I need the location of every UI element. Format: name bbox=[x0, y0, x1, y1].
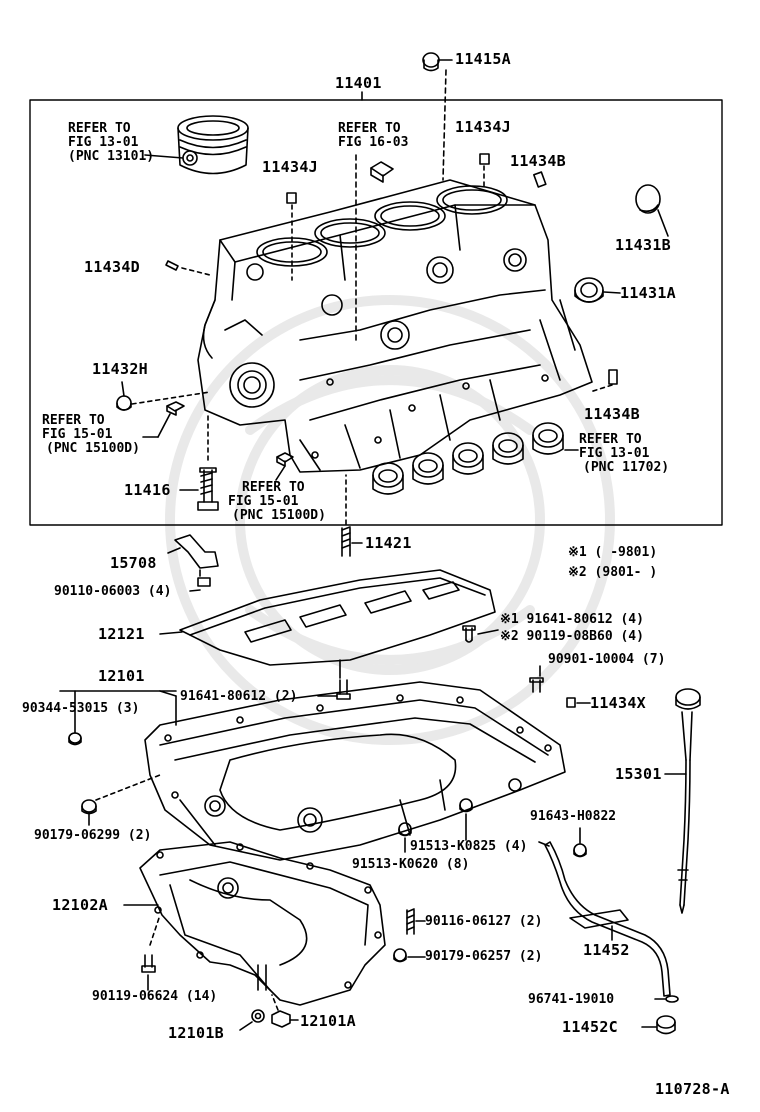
stud-11421 bbox=[341, 474, 363, 557]
watermark-emblem bbox=[165, 295, 615, 745]
cap-90344 bbox=[68, 732, 82, 746]
bracket-15708 bbox=[167, 534, 219, 592]
part-label-11432H: 11432H bbox=[92, 360, 148, 378]
drain-plug-12101A bbox=[271, 994, 299, 1028]
plug-11431B bbox=[635, 184, 669, 237]
bolt-11416 bbox=[179, 414, 219, 511]
plug-11432H bbox=[116, 381, 211, 411]
stiffener-plate-12121 bbox=[159, 569, 496, 679]
part-label-11434J-a: 11434J bbox=[262, 158, 318, 176]
part-label-91513-b: 91513-K0620 (8) bbox=[352, 857, 470, 872]
part-label-11434D: 11434D bbox=[84, 258, 140, 276]
part-label-90179-b: 90179-06257 (2) bbox=[425, 949, 543, 964]
pin-11434X bbox=[566, 697, 591, 708]
gasket-90179-a bbox=[81, 774, 161, 826]
part-label-12101: 12101 bbox=[98, 667, 145, 685]
ref-note-15-01-left: REFER TO FIG 15-01 (PNC 15100D) bbox=[42, 413, 140, 456]
stud-90116 bbox=[406, 908, 426, 935]
ref-note-16-03: REFER TO FIG 16-03 bbox=[338, 121, 409, 150]
ref-note-15-01-bottom: REFER TO FIG 15-01 (PNC 15100D) bbox=[228, 480, 326, 523]
dipstick-guide-11452 bbox=[538, 827, 671, 997]
plug-15-01-bottom bbox=[275, 452, 294, 481]
oil-filler-cap-11415A bbox=[422, 52, 453, 181]
part-label-11415A: 11415A bbox=[455, 50, 511, 68]
part-label-12101A: 12101A bbox=[300, 1012, 356, 1030]
gasket-12101B bbox=[239, 1009, 265, 1031]
seal-11431A bbox=[574, 277, 621, 303]
plug-15-01-left bbox=[142, 401, 185, 438]
stud-91513 bbox=[398, 798, 473, 853]
ref-note-13-01-right: REFER TO FIG 13-01 (PNC 11702) bbox=[579, 432, 670, 475]
bolt-91641-90119 bbox=[462, 625, 499, 643]
part-label-90344: 90344-53015 (3) bbox=[22, 701, 140, 716]
part-label-12101B: 12101B bbox=[168, 1024, 224, 1042]
part-label-91641-b: 91641-80612 (2) bbox=[180, 689, 298, 704]
bolt-90901 bbox=[529, 665, 544, 693]
part-label-11431B: 11431B bbox=[615, 236, 671, 254]
part-label-11434B-b: 11434B bbox=[584, 405, 640, 423]
part-label-90119-b: ※2 90119-08B60 (4) bbox=[500, 629, 644, 644]
part-label-90901: 90901-10004 (7) bbox=[548, 652, 666, 667]
oil-pan-lower-12102A bbox=[123, 841, 386, 1006]
part-label-90110: 90110-06003 (4) bbox=[54, 584, 172, 599]
oring-96741 bbox=[654, 995, 679, 1003]
part-label-90116: 90116-06127 (2) bbox=[425, 914, 543, 929]
crankshaft-bearings bbox=[372, 422, 579, 495]
piston-illustration bbox=[144, 115, 249, 175]
pin-11434D bbox=[165, 260, 211, 276]
part-label-96741: 96741-19010 bbox=[528, 992, 615, 1007]
part-label-15301: 15301 bbox=[615, 765, 662, 783]
cylinder-block-frame bbox=[29, 99, 723, 526]
part-label-12121: 12121 bbox=[98, 625, 145, 643]
dowel-pin-ref-16-03 bbox=[355, 154, 394, 341]
cap-11452C bbox=[641, 1015, 676, 1035]
ref-note-13-01-top: REFER TO FIG 13-01 (PNC 13101) bbox=[68, 121, 155, 164]
part-label-11452: 11452 bbox=[583, 941, 630, 959]
pin-11434B-b bbox=[589, 369, 618, 393]
part-label-91513-a: 91513-K0825 (4) bbox=[410, 839, 528, 854]
bolt-90119-06624 bbox=[141, 914, 161, 991]
legend-note-1: ※1 ( -9801) bbox=[568, 545, 658, 560]
part-label-12102A: 12102A bbox=[52, 896, 108, 914]
part-label-11416: 11416 bbox=[124, 481, 171, 499]
figure-code: 110728-A bbox=[655, 1080, 730, 1098]
part-label-91641-a: ※1 91641-80612 (4) bbox=[500, 612, 644, 627]
part-label-11434J-b: 11434J bbox=[455, 118, 511, 136]
gasket-90179-b bbox=[393, 948, 426, 963]
legend-note-2: ※2 (9801- ) bbox=[568, 565, 658, 580]
dipstick-15301 bbox=[664, 688, 701, 914]
part-label-15708: 15708 bbox=[110, 554, 157, 572]
pin-11434J-a bbox=[286, 192, 297, 281]
oil-pan-upper-12101 bbox=[59, 681, 566, 861]
part-label-91643: 91643-H0822 bbox=[530, 809, 617, 824]
pin-11434B-a bbox=[533, 171, 547, 188]
part-label-11421: 11421 bbox=[365, 534, 412, 552]
stud-91641-b bbox=[317, 679, 351, 700]
part-label-11434X: 11434X bbox=[590, 694, 646, 712]
part-label-11431A: 11431A bbox=[620, 284, 676, 302]
part-label-11434B-a: 11434B bbox=[510, 152, 566, 170]
part-label-11401: 11401 bbox=[335, 74, 382, 92]
part-label-90119-c: 90119-06624 (14) bbox=[92, 989, 218, 1004]
pin-11434J-b bbox=[479, 153, 490, 187]
part-label-90179-a: 90179-06299 (2) bbox=[34, 828, 152, 843]
part-label-11452C: 11452C bbox=[562, 1018, 618, 1036]
